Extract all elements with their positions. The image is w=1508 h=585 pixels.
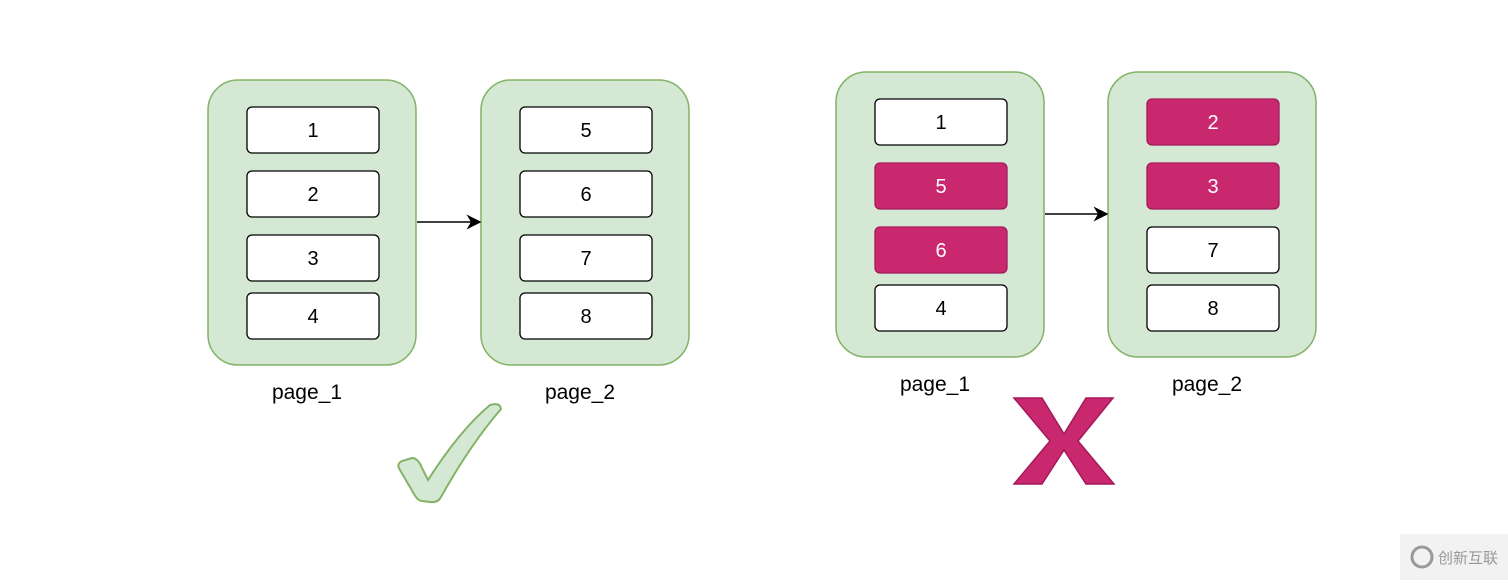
record-box [1146,226,1280,274]
record-item: 4 [246,292,380,340]
record-box [519,234,653,282]
record-number: 6 [935,240,946,262]
record-number: 5 [580,120,591,142]
record-item: 8 [519,292,653,340]
record-number: 3 [307,248,318,270]
record-box [874,226,1008,274]
record-box [246,292,380,340]
record-number: 7 [580,248,591,270]
record-number: 1 [935,112,946,134]
record-box [246,170,380,218]
page-label: page_1 [900,373,970,396]
checkmark-icon [397,403,503,504]
record-number: 4 [307,306,318,328]
record-box [1146,284,1280,332]
record-number: 4 [935,298,946,320]
record-number: 3 [1207,176,1218,198]
record-item: 1 [246,106,380,154]
record-number: 2 [307,184,318,206]
page-label: page_2 [545,381,615,404]
record-number: 8 [1207,298,1218,320]
page-1: 1 2 3 4 page_1 [207,79,417,404]
record-box [519,106,653,154]
record-item: 6 [519,170,653,218]
record-box [246,234,380,282]
record-box [519,292,653,340]
record-item: 7 [519,234,653,282]
x-cross-icon [1012,397,1116,485]
page-label: page_2 [1172,373,1242,396]
record-box [1146,162,1280,210]
record-item: 7 [1146,226,1280,274]
watermark-text: 创新互联 [1438,550,1498,567]
record-number: 6 [580,184,591,206]
record-item: 6 [874,226,1008,274]
record-item: 5 [519,106,653,154]
record-item: 3 [1146,162,1280,210]
page-label: page_1 [272,381,342,404]
record-item: 3 [246,234,380,282]
record-number: 7 [1207,240,1218,262]
page-2: 5 6 7 8 page_2 [480,79,690,404]
record-item: 8 [1146,284,1280,332]
page-1: 1 5 6 4 page_1 [835,71,1045,396]
record-item: 1 [874,98,1008,146]
record-box [246,106,380,154]
record-item: 5 [874,162,1008,210]
record-item: 4 [874,284,1008,332]
record-number: 8 [580,306,591,328]
record-box [1146,98,1280,146]
record-box [874,162,1008,210]
invalid-example-group: 1 5 6 4 page_1 2 3 7 8 page_2 [835,71,1317,396]
page-2: 2 3 7 8 page_2 [1107,71,1317,396]
record-number: 1 [307,120,318,142]
record-item: 2 [1146,98,1280,146]
record-box [874,284,1008,332]
record-number: 2 [1207,112,1218,134]
record-box [519,170,653,218]
record-item: 2 [246,170,380,218]
watermark-logo: 创新互联 [1400,534,1508,580]
valid-example-group: 1 2 3 4 page_1 5 6 7 8 page_2 [207,79,690,404]
record-box [874,98,1008,146]
record-number: 5 [935,176,946,198]
